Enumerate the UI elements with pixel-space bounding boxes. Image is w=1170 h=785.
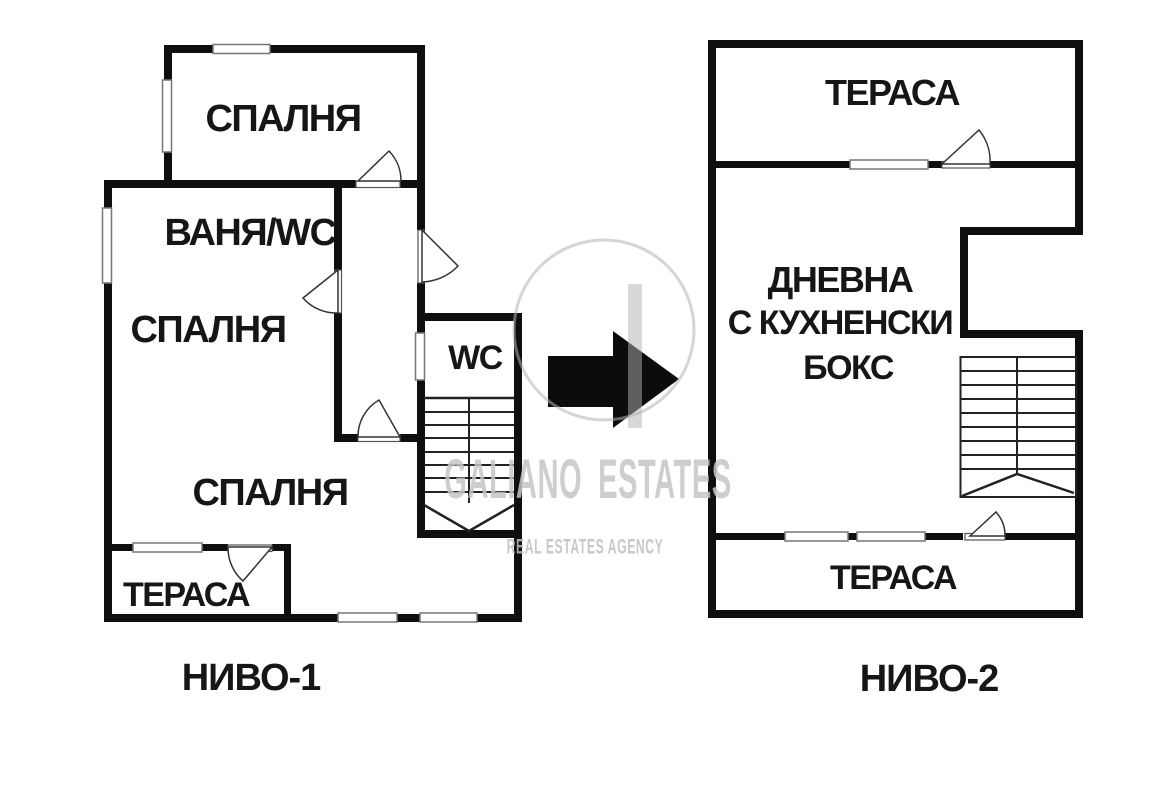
wall <box>104 180 356 188</box>
wall <box>417 530 521 538</box>
wall <box>104 180 112 622</box>
window-icon <box>101 207 113 284</box>
level2-stairs-icon <box>959 356 1077 498</box>
wall <box>708 161 942 168</box>
door-swing-icon <box>421 228 460 283</box>
door-swing-icon <box>357 398 402 438</box>
room-label-wc: WC <box>448 339 503 377</box>
level2-caption: НИВО-2 <box>859 658 1000 700</box>
wall <box>960 330 1083 338</box>
room-label-bedroom-middle: СПАЛНЯ <box>130 309 287 351</box>
door-leaf-icon <box>355 180 401 189</box>
window-icon <box>337 612 398 623</box>
level1-windows <box>101 43 478 623</box>
door-swing-icon <box>227 546 274 583</box>
window-icon <box>856 531 926 542</box>
door-swing-icon <box>356 149 402 182</box>
window-icon <box>161 79 173 153</box>
wall <box>104 544 133 551</box>
wall <box>202 544 228 551</box>
wall <box>417 380 425 537</box>
wall <box>708 40 716 618</box>
wall <box>272 544 291 551</box>
room-label-bedroom-top: СПАЛНЯ <box>205 98 362 140</box>
level1-door-swings <box>227 149 460 583</box>
room-label-terrace-l1: ТЕРАСА <box>122 576 251 614</box>
wall <box>514 313 522 622</box>
level1-stairs-icon <box>423 396 515 533</box>
window-icon <box>849 159 929 170</box>
door-swing-icon <box>940 128 991 165</box>
level-transition-arrow-icon <box>548 331 679 428</box>
room-label-bedroom-bottom: СПАЛНЯ <box>192 472 349 514</box>
room-label-terrace-top: ТЕРАСА <box>824 72 961 113</box>
wall <box>400 434 425 442</box>
room-label-living-line3: БОКС <box>803 349 894 387</box>
wall <box>708 40 1083 48</box>
wall <box>1075 330 1083 618</box>
level1-caption: НИВО-1 <box>181 657 322 699</box>
wall <box>960 227 1083 235</box>
wall <box>284 544 291 622</box>
wall <box>417 45 425 230</box>
wall <box>1005 533 1083 540</box>
watermark-logo-icon <box>512 238 696 428</box>
window-icon <box>132 542 203 553</box>
window-icon <box>414 332 426 381</box>
door-swing-icon <box>968 510 1006 537</box>
room-label-terrace-bottom: ТЕРАСА <box>829 559 958 597</box>
wall <box>990 161 1083 168</box>
wall <box>104 614 521 622</box>
wall <box>708 610 1083 618</box>
wall <box>400 180 425 188</box>
window-icon <box>784 531 849 542</box>
room-label-bath-wc: ВАНЯ/WC <box>164 212 337 254</box>
wall <box>417 313 521 321</box>
watermark-brand: GALIANO ESTATES <box>444 447 732 510</box>
level1-floorplan <box>101 43 522 623</box>
wall <box>1075 40 1083 235</box>
wall <box>960 227 968 338</box>
wall <box>164 45 425 53</box>
level2-windows <box>784 159 929 542</box>
window-icon <box>212 43 271 55</box>
room-label-living-line1: ДНЕВНА <box>767 259 914 300</box>
wall <box>417 283 425 333</box>
room-label-living-line2: С КУХНЕНСКИ <box>727 304 954 342</box>
level2-floorplan <box>708 40 1083 618</box>
wall <box>334 434 358 442</box>
level2-door-swings <box>940 128 1006 537</box>
door-swing-icon <box>301 268 339 314</box>
watermark-tagline: REAL ESTATES AGENCY <box>506 535 664 559</box>
window-icon <box>419 612 478 623</box>
